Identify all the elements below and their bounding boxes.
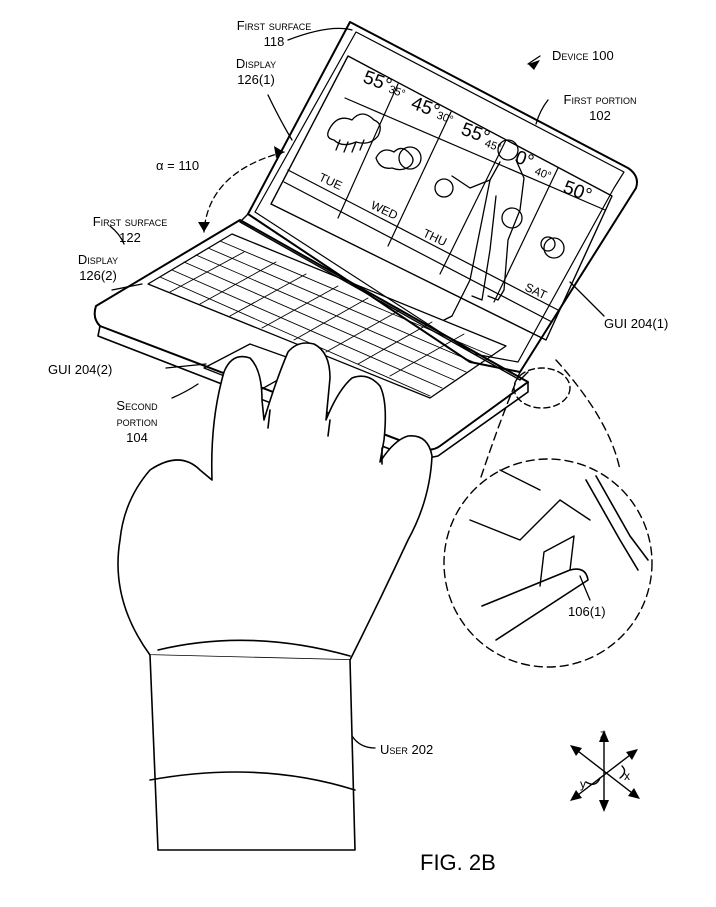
first-portion-num: 102 [589,108,611,123]
second-portion-line2: portion [116,414,158,429]
weather-icons [327,113,565,259]
label-display-126-2: Display 126(2) [56,252,140,284]
temp-wed-low: 30° [435,110,455,127]
display-126-1-name: Display [235,56,277,71]
hinge-106-1 [239,213,529,381]
label-second-portion-104: Second portion 104 [100,398,174,446]
first-surface-118-num: 118 [263,34,285,49]
gui-204-1-screen [270,55,613,341]
alpha-arc [203,151,285,233]
label-hinge-106-1: 106(1) [568,604,606,619]
temp-fri-low: 40° [533,166,553,183]
axis-y-label: y [580,777,586,791]
label-first-surface-122: First surface 122 [68,214,192,246]
keyboard [147,233,507,399]
axis-compass [573,733,637,809]
label-display-126-1: Display 126(1) [214,56,298,88]
display-126-2-num: 126(2) [79,268,117,283]
label-first-surface-118: First surface 118 [212,18,336,50]
first-surface-118-name: First surface [236,18,312,33]
temp-fri-high: 0° [512,147,536,173]
keyboard-key-rows [159,240,493,397]
axis-arrowheads [570,730,640,812]
first-surface-122-name: First surface [92,214,168,229]
figure-caption: FIG. 2B [420,850,496,875]
label-gui-204-2: GUI 204(2) [48,362,113,377]
first-portion-lid [247,21,638,373]
label-gui-204-1: GUI 204(1) [604,316,669,331]
arrowheads [198,60,540,232]
first-surface-122-num: 122 [119,230,141,245]
label-user-202: User 202 [380,742,434,757]
axis-x-label: x [624,769,630,783]
second-portion-line1: Second [116,398,158,413]
temp-tue-low: 35° [387,84,407,101]
leader-lines [109,27,605,749]
label-alpha-110: α = 110 [156,158,200,173]
presenter-figure [443,139,525,321]
weather-columns [283,83,606,323]
display-126-2-name: Display [77,252,119,267]
temp-sat-high: 50° [560,177,594,207]
hinge-detail-circle [443,359,653,668]
temp-thu-low: 45° [483,138,503,155]
label-device-100: Device 100 [552,48,614,63]
second-portion-num: 104 [126,430,148,445]
axis-labels: z y x [580,727,630,791]
day-wed: WED [369,198,401,223]
display-126-1-num: 126(1) [237,72,275,87]
first-portion-name: First portion [563,92,637,107]
user-hand [117,342,433,851]
axis-z-label: z [600,727,606,741]
day-tue: TUE [317,170,345,193]
label-first-portion-102: First portion 102 [540,92,660,124]
